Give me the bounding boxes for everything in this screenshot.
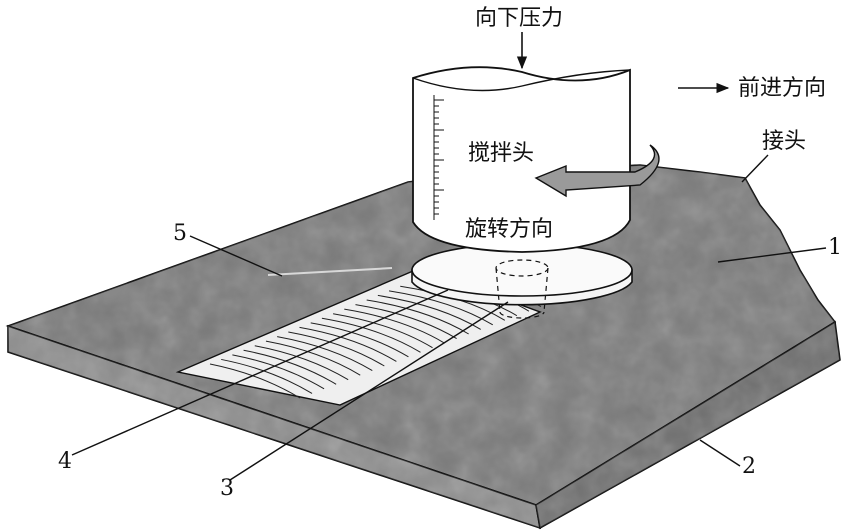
weld-bead (175, 267, 554, 406)
rotation-arrow (534, 144, 660, 198)
rotation-direction-label: 旋转方向 (465, 217, 553, 242)
forward-direction-label: 前进方向 (738, 76, 826, 101)
callout-3: 3 (220, 476, 234, 501)
joint-seam-line (267, 267, 393, 276)
callout-5: 5 (173, 221, 187, 246)
callout-1: 1 (828, 235, 842, 260)
stir-head-label: 搅拌头 (468, 141, 534, 166)
stir-head-cylinder (412, 66, 631, 253)
downward-pressure-label: 向下压力 (475, 6, 563, 31)
tool-pin (495, 259, 549, 319)
joint-label: 接头 (762, 129, 806, 154)
callouts: 1 2 3 4 5 (58, 221, 842, 501)
tool-shoulder (411, 243, 633, 306)
callout-2: 2 (742, 454, 756, 479)
callout-4: 4 (58, 449, 72, 474)
